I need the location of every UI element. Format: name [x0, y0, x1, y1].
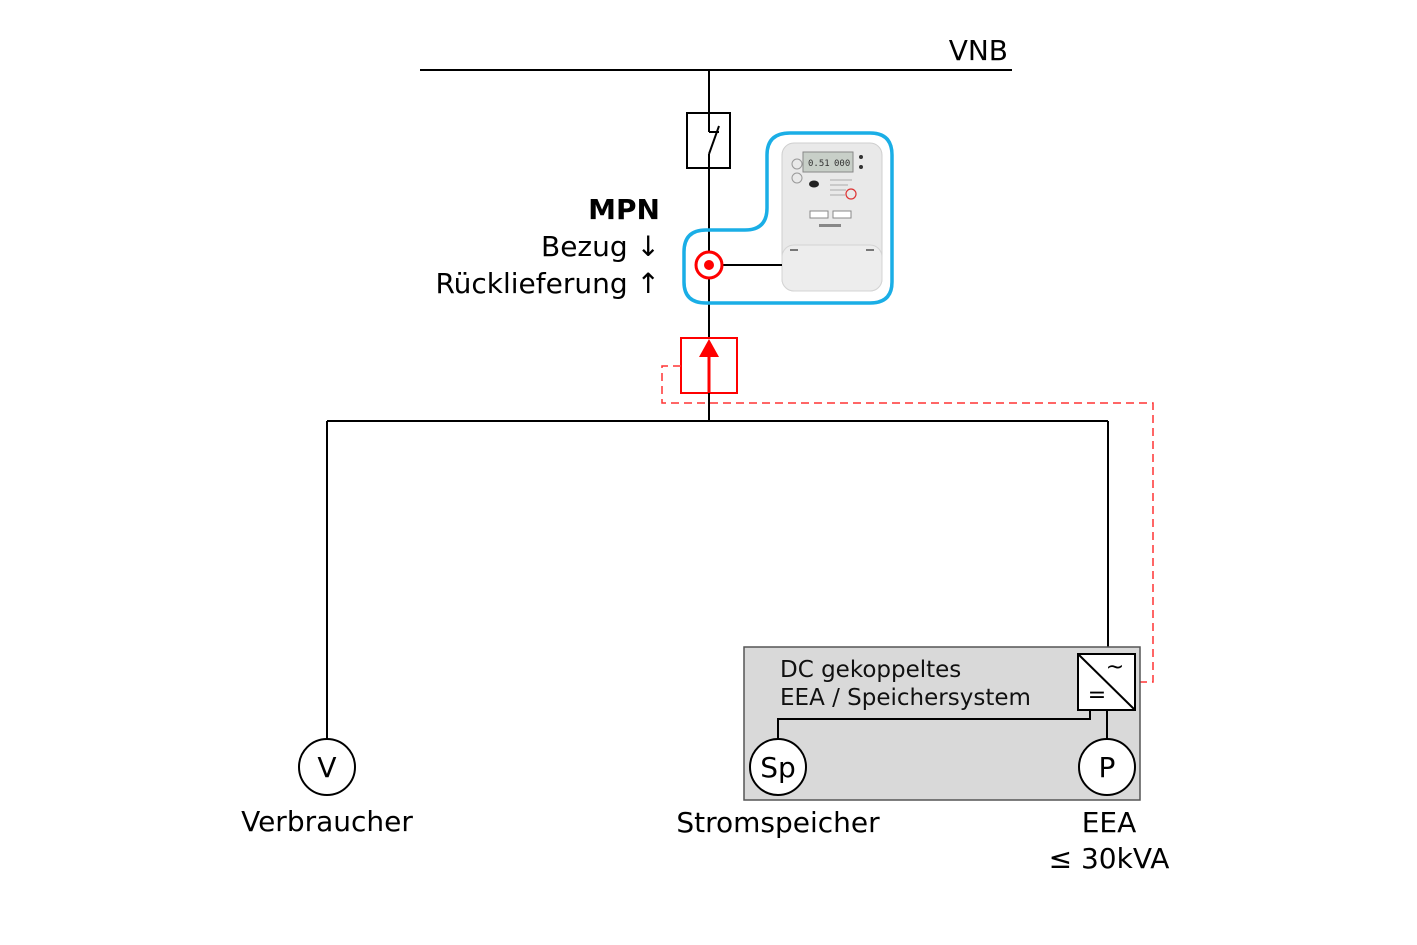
consumer-node: V — [298, 738, 356, 796]
flow-arrow-icon — [699, 339, 719, 357]
meter-point-title: MPN — [588, 193, 660, 226]
consumer-symbol: V — [317, 751, 336, 784]
grid-label: VNB — [949, 34, 1008, 67]
measurement-point-icon — [694, 250, 724, 280]
svg-text:000: 000 — [834, 159, 850, 169]
power-sensor — [680, 337, 738, 394]
meter-highlight-outline — [682, 131, 894, 305]
system-box-title-line1: DC gekoppeltes — [780, 657, 961, 683]
ac-symbol: ~ — [1106, 655, 1124, 680]
main-switch — [686, 112, 731, 169]
generator-symbol: P — [1099, 751, 1116, 784]
system-box-title-line2: EEA / Speichersystem — [780, 685, 1031, 711]
smart-meter-image: 0.51 000 — [781, 142, 883, 292]
generator-node: P — [1078, 738, 1136, 796]
storage-symbol: Sp — [760, 751, 796, 784]
generator-rating: ≤ 30kVA — [1049, 842, 1170, 875]
dc-symbol: = — [1088, 683, 1106, 708]
generator-label: EEA — [1082, 806, 1137, 839]
export-label: Rücklieferung ↑ — [435, 267, 660, 300]
storage-label: Stromspeicher — [676, 806, 880, 839]
consumer-label: Verbraucher — [241, 805, 413, 838]
svg-text:0.51: 0.51 — [808, 159, 830, 169]
storage-node: Sp — [749, 738, 807, 796]
dc-system-box — [743, 646, 1141, 801]
inverter-icon: ~ = — [1077, 653, 1136, 711]
import-label: Bezug ↓ — [541, 230, 660, 263]
storage-dc-link — [777, 710, 1091, 740]
sensor-communication-line — [661, 365, 1154, 683]
